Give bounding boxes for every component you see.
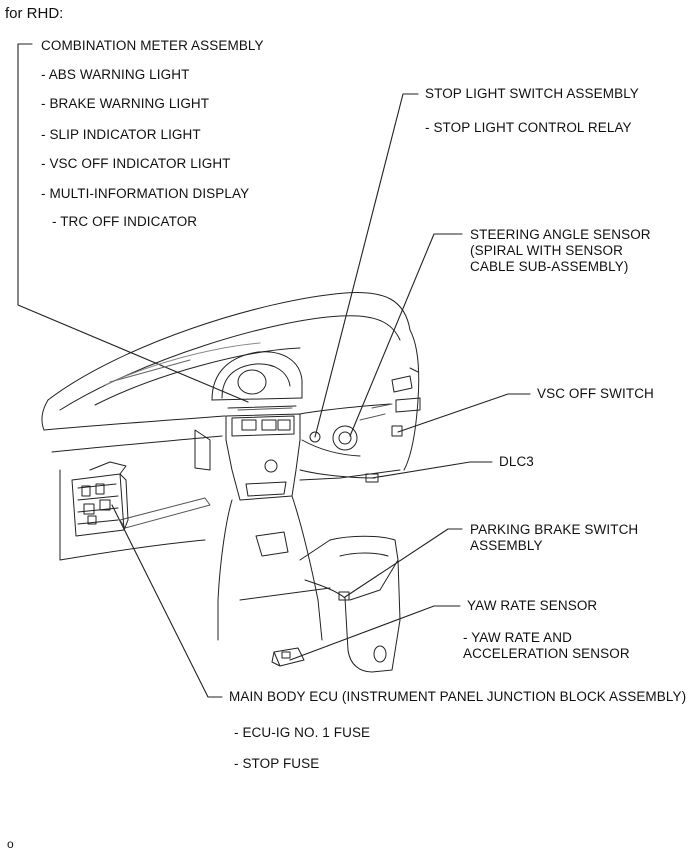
main-body-ecu-title: MAIN BODY ECU (INSTRUMENT PANEL JUNCTION… xyxy=(229,689,687,704)
parking-brake-switch-line: ASSEMBLY xyxy=(470,538,543,553)
yaw-rate-sensor-item: - YAW RATE AND xyxy=(463,630,572,645)
steering-angle-sensor-line: CABLE SUB-ASSEMBLY) xyxy=(470,259,629,274)
dlc3-title: DLC3 xyxy=(499,454,534,469)
combination-meter-item: - VSC OFF INDICATOR LIGHT xyxy=(41,156,231,171)
steering-column xyxy=(299,403,403,483)
leader-main-body-ecu xyxy=(111,504,223,698)
combination-meter-item: - SLIP INDICATOR LIGHT xyxy=(41,127,201,142)
main-body-ecu-item: - STOP FUSE xyxy=(234,756,320,771)
floor-console xyxy=(299,535,401,673)
meter-cluster xyxy=(211,351,303,409)
yaw-rate-sensor-title: YAW RATE SENSOR xyxy=(467,598,598,613)
center-stack xyxy=(217,407,331,641)
yaw-rate-sensor-item: ACCELERATION SENSOR xyxy=(463,646,630,661)
combination-meter-title: COMBINATION METER ASSEMBLY xyxy=(41,38,264,53)
combination-meter-item: - BRAKE WARNING LIGHT xyxy=(41,96,210,111)
leader-lines xyxy=(17,43,531,698)
steering-angle-sensor-line: STEERING ANGLE SENSOR xyxy=(470,227,651,242)
combination-meter-item: - ABS WARNING LIGHT xyxy=(41,67,190,82)
leader-dlc3 xyxy=(371,461,493,479)
stop-light-switch-title: STOP LIGHT SWITCH ASSEMBLY xyxy=(425,86,639,101)
leader-combination-meter xyxy=(17,43,249,403)
figure-code: o xyxy=(7,837,14,851)
diagram-title: for RHD: xyxy=(5,5,64,22)
leader-parking-brake-switch xyxy=(344,528,463,598)
dashboard-outline xyxy=(41,291,421,561)
vsc-off-switch-title: VSC OFF SWITCH xyxy=(537,386,654,401)
junction-block xyxy=(71,461,129,537)
main-body-ecu-item: - ECU-IG NO. 1 FUSE xyxy=(234,725,371,740)
stop-light-switch-item: - STOP LIGHT CONTROL RELAY xyxy=(425,120,632,135)
parking-brake-switch-line: PARKING BRAKE SWITCH xyxy=(470,522,639,537)
leader-vsc-off-switch xyxy=(397,393,531,433)
leader-stop-light-switch xyxy=(314,93,419,438)
leader-yaw-rate-sensor xyxy=(289,605,461,661)
combination-meter-item: - MULTI-INFORMATION DISPLAY xyxy=(41,186,250,201)
leader-steering-angle-sensor xyxy=(349,233,463,437)
steering-angle-sensor-line: (SPIRAL WITH SENSOR xyxy=(470,243,623,258)
combination-meter-subitem: - TRC OFF INDICATOR xyxy=(52,214,198,229)
yaw-rate-sensor xyxy=(271,647,305,667)
